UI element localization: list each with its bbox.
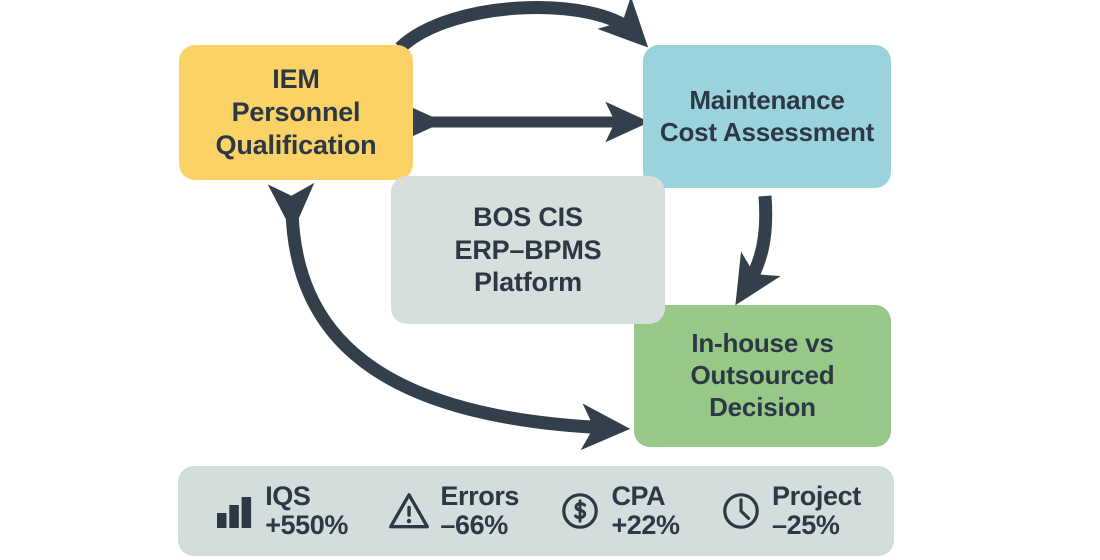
clock-icon: [718, 488, 764, 534]
dollar-circle-icon: [557, 488, 603, 534]
metric-cpa-text: CPA +22%: [611, 480, 680, 540]
node-decision-label: In-house vs Outsourced Decision: [690, 328, 835, 422]
metric-cpa-label: CPA: [611, 480, 666, 511]
metric-iqs-label: IQS: [265, 480, 311, 511]
bar-chart-icon: [211, 488, 257, 534]
warning-triangle-icon: [386, 488, 432, 534]
node-bos-cis-erp-bpms-platform[interactable]: BOS CIS ERP–BPMS Platform: [391, 176, 665, 324]
node-iem-personnel-qualification[interactable]: IEM Personnel Qualification: [179, 45, 413, 180]
metric-project-text: Project –25%: [772, 480, 861, 540]
metric-iqs-value: +550%: [265, 510, 349, 540]
metric-errors-text: Errors –66%: [440, 480, 520, 540]
metric-errors[interactable]: Errors –66%: [386, 480, 520, 540]
metric-errors-value: –66%: [440, 510, 508, 540]
connector-maintenance-to-decision: [735, 195, 781, 306]
metric-cpa[interactable]: CPA +22%: [557, 480, 680, 540]
node-iem-label: IEM Personnel Qualification: [215, 64, 377, 160]
metric-iqs-text: IQS +550%: [265, 480, 349, 540]
metric-iqs[interactable]: IQS +550%: [211, 480, 349, 540]
connector-iem-to-maintenance-curve: [395, 0, 649, 53]
node-platform-label: BOS CIS ERP–BPMS Platform: [454, 201, 602, 298]
metric-project-value: –25%: [772, 510, 840, 540]
node-maintenance-cost-assessment[interactable]: Maintenance Cost Assessment: [643, 45, 891, 188]
metric-cpa-value: +22%: [611, 510, 680, 540]
metric-project-label: Project: [772, 480, 861, 511]
metric-project[interactable]: Project –25%: [718, 480, 861, 540]
metric-errors-label: Errors: [440, 480, 520, 511]
node-maintenance-label: Maintenance Cost Assessment: [659, 84, 875, 147]
metrics-bar: IQS +550% Errors –66%: [178, 466, 894, 556]
node-inhouse-vs-outsourced-decision[interactable]: In-house vs Outsourced Decision: [634, 305, 891, 447]
